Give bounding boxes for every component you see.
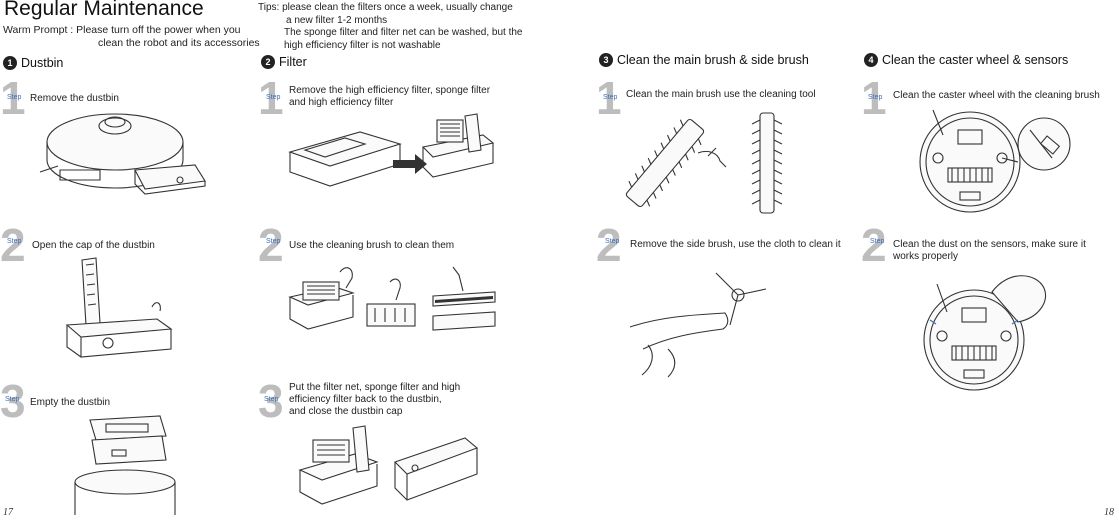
section-title: Dustbin [21,56,64,70]
step-tag: Step [603,94,618,101]
main-brush-cleaning-illustration [625,112,783,214]
section-brush-heading: 3 Clean the main brush & side brush [599,53,809,67]
tips-note: Tips: please clean the filters once a we… [258,2,523,52]
tips-line: a new filter 1-2 months [286,14,388,26]
step-tag: Step [7,94,22,101]
section-title: Clean the caster wheel & sensors [882,53,1069,67]
step-text-line: efficiency filter back to the dustbin, [289,394,442,405]
step-tag: Step [264,396,279,403]
step-text-line: Put the filter net, sponge filter and hi… [289,382,461,393]
step-number: 3 [0,375,26,427]
section-number-badge: 3 [599,53,613,67]
step-text: Clean the dust on the sensors, make sure… [893,239,1086,263]
section-caster-heading: 4 Clean the caster wheel & sensors [864,53,1068,67]
step-text: Remove the side brush, use the cloth to … [630,239,841,250]
filter-reassembly-illustration [298,425,479,505]
step-number: 1 [258,72,284,124]
empty-dustbin-illustration [74,415,176,515]
step-number: 2 [0,219,26,271]
tips-line: high efficiency filter is not washable [284,39,441,51]
step-tag: Step [266,94,281,101]
step-tag: Step [868,94,883,101]
step-text: Remove the dustbin [30,93,119,104]
step-tag: Step [266,238,281,245]
step-text: Put the filter net, sponge filter and hi… [289,382,460,418]
robot-dustbin-removed-illustration [39,113,206,195]
step-text-line: works properly [893,251,959,262]
section-number-badge: 4 [864,53,878,67]
step-number: 1 [596,72,622,124]
step-text: Clean the caster wheel with the cleaning… [893,90,1100,101]
step-number: 1 [0,72,26,124]
warm-prompt: Warm Prompt : Please turn off the power … [3,24,260,49]
section-title: Filter [279,55,307,69]
filter-removal-illustration [288,113,495,187]
caster-wheel-cleaning-illustration [919,109,1071,213]
step-number: 2 [258,219,284,271]
step-text: Remove the high efficiency filter, spong… [289,85,490,109]
dustbin-open-cap-illustration [65,257,173,358]
sensor-cleaning-illustration [923,275,1046,391]
section-dustbin-heading: 1 Dustbin [3,56,63,70]
section-filter-heading: 2 Filter [261,55,307,69]
step-number: 1 [861,72,887,124]
step-tag: Step [5,396,20,403]
step-tag: Step [7,238,22,245]
warm-prompt-line: Warm Prompt : Please turn off the power … [3,24,241,36]
tips-line: Tips: please clean the filters once a we… [258,2,513,13]
step-text-line: Remove the high efficiency filter, spong… [289,85,491,96]
step-number: 2 [861,219,887,271]
section-number-badge: 1 [3,56,17,70]
step-text-line: and high efficiency filter [289,97,394,108]
step-number: 2 [596,219,622,271]
section-number-badge: 2 [261,55,275,69]
page-number-right: 18 [1104,507,1114,518]
step-tag: Step [870,238,885,245]
step-text: Open the cap of the dustbin [32,240,155,251]
step-text-line: Clean the dust on the sensors, make sure… [893,239,1086,250]
warm-prompt-line: clean the robot and its accessories [98,36,260,49]
section-title: Clean the main brush & side brush [617,53,809,67]
step-text: Clean the main brush use the cleaning to… [626,89,816,100]
step-text: Empty the dustbin [30,397,111,408]
step-text: Use the cleaning brush to clean them [289,240,455,251]
step-number: 3 [258,375,284,427]
side-brush-cloth-illustration [629,272,767,378]
step-text-line: and close the dustbin cap [289,406,403,417]
step-tag: Step [605,238,620,245]
filter-brush-cleaning-illustration [288,266,496,331]
page-number-left: 17 [3,507,13,518]
tips-line: The sponge filter and filter net can be … [284,27,523,38]
page-title: Regular Maintenance [4,0,204,20]
